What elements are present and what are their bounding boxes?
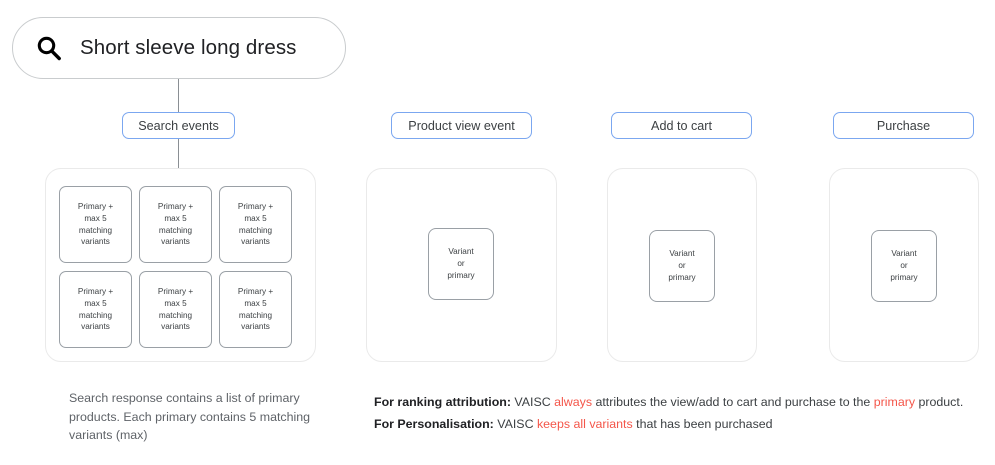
chip-product-view-event[interactable]: Product view event [391, 112, 532, 139]
variant-card-add-to-cart: Variant or primary [649, 230, 715, 302]
ranking-part1: VAISC [510, 395, 555, 409]
ranking-highlight-always: always [554, 395, 593, 409]
personalisation-part1: VAISC [493, 417, 537, 432]
personalisation-caption: For Personalisation: VAISC keeps all var… [374, 413, 989, 435]
connector-chip-to-panel [178, 139, 180, 168]
connector-searchbar-to-chip [178, 79, 180, 112]
search-icon [37, 36, 61, 61]
variant-card-product-view: Variant or primary [428, 228, 494, 300]
primary-card: Primary + max 5 matching variants [59, 271, 132, 348]
primary-card: Primary + max 5 matching variants [59, 186, 132, 263]
chip-purchase[interactable]: Purchase [833, 112, 974, 139]
personalisation-part2: that has been purchased [632, 417, 773, 432]
ranking-part3: product. [915, 395, 964, 409]
personalisation-highlight-variants: keeps all variants [536, 417, 633, 432]
primary-card: Primary + max 5 matching variants [219, 271, 292, 348]
ranking-attribution-caption: For ranking attribution: VAISC always at… [374, 391, 989, 413]
chip-add-to-cart[interactable]: Add to cart [611, 112, 752, 139]
search-bar[interactable]: Short sleeve long dress [12, 17, 346, 79]
primary-products-grid: Primary + max 5 matching variants Primar… [59, 186, 292, 348]
ranking-label: For ranking attribution: [374, 395, 511, 409]
search-response-caption: Search response contains a list of prima… [69, 391, 311, 443]
attribution-captions: For ranking attribution: VAISC always at… [374, 391, 989, 435]
variant-card-purchase: Variant or primary [871, 230, 937, 302]
primary-card: Primary + max 5 matching variants [139, 186, 212, 263]
chip-search-events[interactable]: Search events [122, 112, 235, 139]
ranking-part2: attributes the view/add to cart and purc… [592, 395, 874, 409]
personalisation-label: For Personalisation: [374, 417, 494, 432]
primary-card: Primary + max 5 matching variants [219, 186, 292, 263]
primary-card: Primary + max 5 matching variants [139, 271, 212, 348]
search-query-text: Short sleeve long dress [80, 36, 297, 59]
ranking-highlight-primary: primary [873, 395, 916, 409]
